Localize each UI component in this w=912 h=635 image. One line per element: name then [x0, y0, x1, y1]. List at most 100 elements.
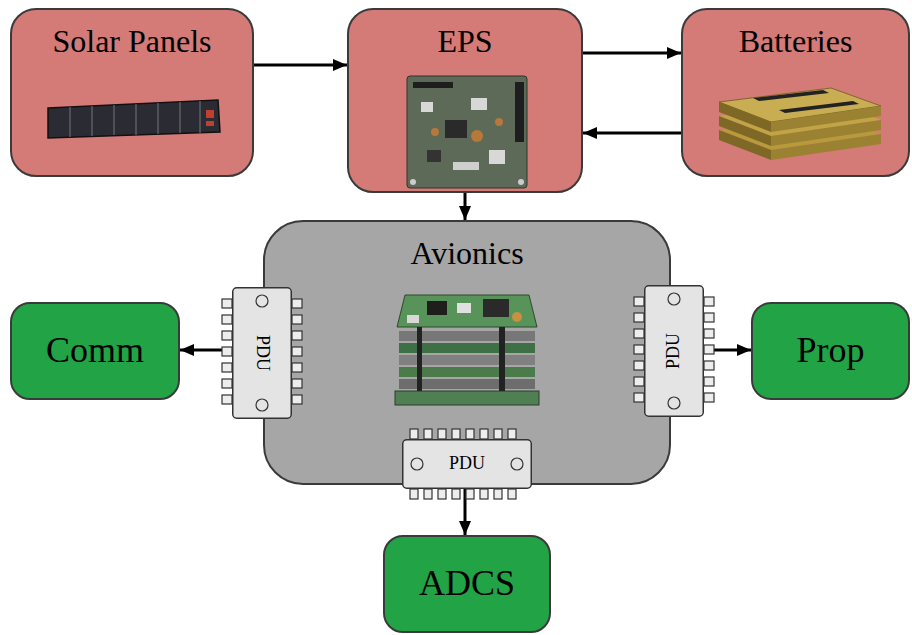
pdu-chip-outline	[634, 345, 644, 354]
power-source-box: Solar Panels	[10, 8, 254, 177]
solar-panel-illustration	[48, 100, 220, 138]
pdu-chip-outline	[704, 345, 714, 354]
eps-board-illustration	[489, 150, 505, 164]
battery-pack-illustration	[753, 90, 829, 101]
eps-box: EPS	[347, 8, 583, 193]
node-label: Solar Panels	[52, 24, 211, 59]
solar-panel-illustration	[206, 110, 214, 118]
pdu-chip-outline	[704, 329, 714, 338]
node-label: PDU	[449, 454, 485, 474]
pdu-chip-outline	[704, 361, 714, 370]
pdu-chip-outline	[292, 379, 302, 388]
pdu-chip-outline	[508, 489, 516, 499]
eps-board-illustration	[410, 179, 416, 185]
eps-board-illustration	[427, 150, 441, 162]
solar-panel-illustration	[179, 102, 180, 133]
eps-board-illustration	[495, 118, 503, 126]
pdu-chip-outline	[292, 315, 302, 324]
eps-board-illustration	[471, 98, 487, 110]
pdu-chip-outline	[466, 489, 474, 499]
pdu-chip-outline	[668, 293, 680, 305]
node-label: Prop	[796, 331, 864, 371]
pdu-chip-outline	[494, 429, 502, 439]
solar-panel-illustration	[199, 101, 200, 133]
subsystem-box: Comm	[10, 302, 180, 400]
flow-arrow	[583, 52, 681, 55]
flow-arrow	[464, 193, 467, 220]
eps-board-illustration	[407, 76, 527, 188]
pdu-chip-outline	[424, 429, 432, 439]
subsystem-box: Prop	[751, 302, 910, 400]
pdu-chip-outline	[634, 361, 644, 370]
pdu-chip-outline	[634, 313, 644, 322]
pdu-chip-outline	[634, 377, 644, 386]
battery-pack-illustration	[719, 102, 771, 132]
avionics-stack-illustration	[417, 327, 422, 391]
pdu-chip-outline	[292, 331, 302, 340]
eps-board-illustration	[445, 120, 467, 138]
pdu-chip-outline	[480, 489, 488, 499]
pdu-chip-outline	[292, 299, 302, 308]
pdu-chip-outline	[256, 295, 268, 307]
avionics-stack-illustration	[499, 327, 505, 391]
solar-panel-illustration	[91, 106, 92, 136]
battery-box: Batteries	[681, 8, 910, 177]
eps-board-illustration	[515, 82, 524, 142]
pdu-chip-outline	[508, 429, 516, 439]
avionics-stack-illustration	[457, 303, 471, 313]
eps-board-illustration	[431, 128, 439, 136]
pdu-chip-outline	[222, 315, 232, 324]
pdu-chip-outline	[410, 489, 418, 499]
pdu-chip-outline	[222, 379, 232, 388]
pdu-chip-outline	[438, 429, 446, 439]
eps-board-illustration	[421, 102, 433, 112]
pdu-chip-outline	[411, 458, 423, 470]
pdu-chip-outline	[233, 288, 292, 419]
avionics-stack-illustration	[407, 315, 419, 323]
pdu-chip-outline	[704, 313, 714, 322]
pdu-chip-outline	[466, 429, 474, 439]
pdu-chip-outline	[424, 489, 432, 499]
solar-panel-illustration	[69, 107, 70, 137]
pdu-chip-outline	[292, 395, 302, 404]
node-label: EPS	[437, 24, 492, 59]
node-label: ADCS	[419, 564, 515, 604]
avionics-stack-illustration	[483, 299, 509, 317]
pdu-chip-outline	[634, 393, 644, 402]
pdu-chip-outline	[403, 440, 532, 489]
node-label: PDU	[252, 335, 272, 371]
pdu-chip-outline	[480, 429, 488, 439]
pdu-chip-outline	[292, 347, 302, 356]
eps-board-illustration	[413, 82, 453, 88]
pdu-chip: PDU	[232, 287, 292, 419]
eps-board-illustration	[471, 130, 483, 142]
node-label: Comm	[46, 331, 144, 371]
solar-panel-illustration	[157, 103, 158, 134]
solar-panel-illustration	[113, 105, 114, 135]
pdu-chip-outline	[222, 363, 232, 372]
pdu-chip-outline	[292, 363, 302, 372]
pdu-chip-outline	[668, 397, 680, 409]
solar-panel-illustration	[70, 101, 200, 137]
subsystem-box: ADCS	[383, 535, 551, 633]
pdu-chip-outline	[256, 399, 268, 411]
battery-pack-illustration	[779, 101, 859, 113]
avionics-stack-illustration	[387, 287, 547, 412]
solar-panel-illustration	[206, 121, 214, 126]
node-label: Batteries	[739, 24, 853, 59]
flow-arrow	[254, 64, 347, 67]
node-label: PDU	[664, 333, 684, 369]
pdu-chip-outline	[704, 393, 714, 402]
pdu-chip-outline	[222, 331, 232, 340]
pdu-chip-outline	[438, 489, 446, 499]
flow-arrow	[583, 132, 681, 135]
pdu-chip-outline	[452, 489, 460, 499]
avionics-stack-illustration	[512, 312, 522, 322]
avionics-stack-illustration	[397, 295, 537, 327]
pdu-chip-outline	[511, 458, 523, 470]
pdu-chip: PDU	[644, 285, 704, 417]
avionics-stack-illustration	[427, 301, 447, 315]
avionics-stack-illustration	[395, 391, 539, 405]
pdu-chip-outline	[704, 297, 714, 306]
